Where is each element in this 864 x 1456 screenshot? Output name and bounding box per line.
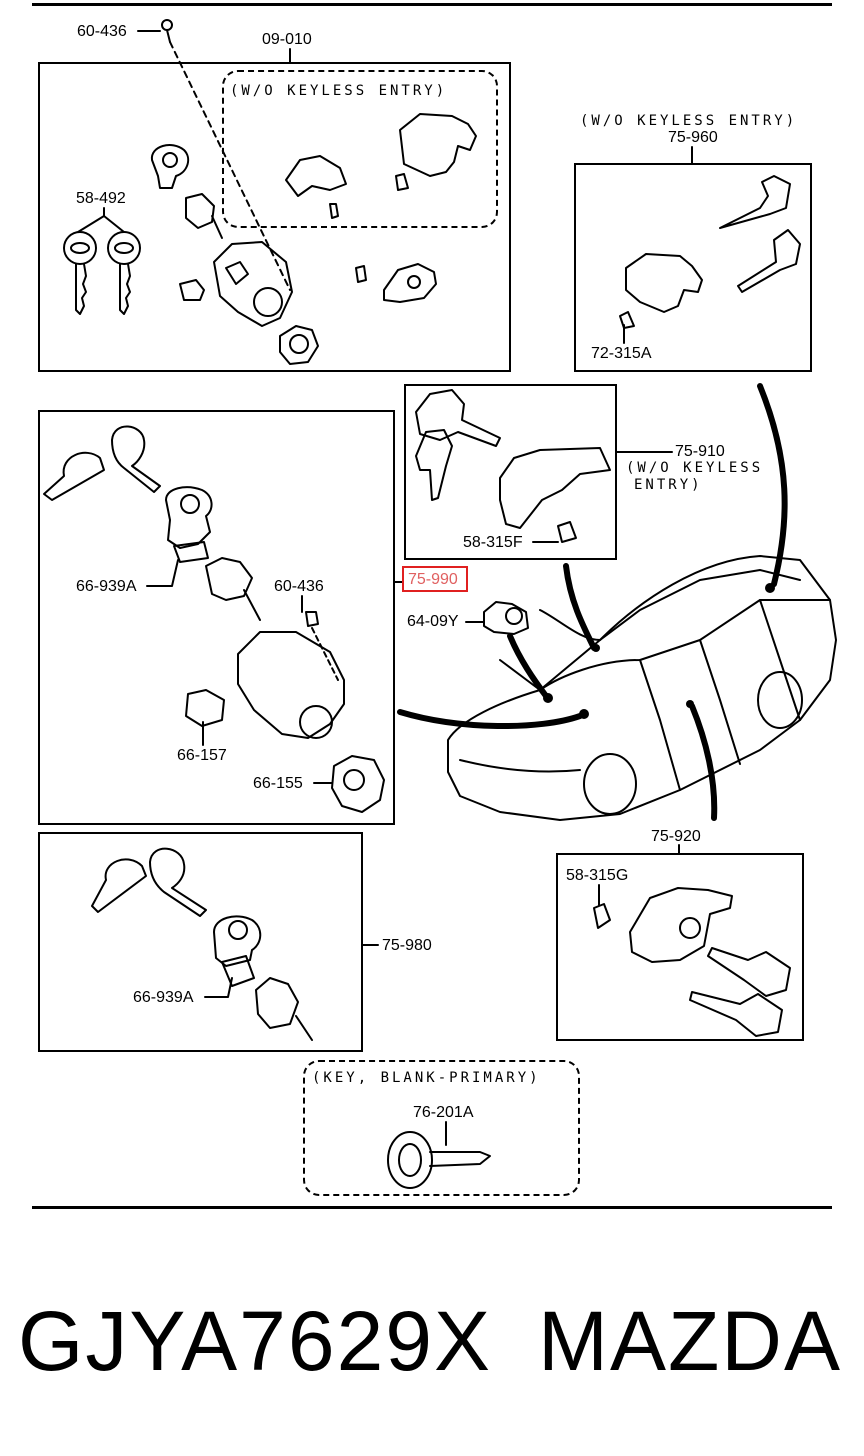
assembly-box-75-990	[38, 410, 395, 825]
label-75-990: 75-990	[408, 571, 458, 588]
assembly-box-75-960	[574, 163, 812, 372]
footer-brand: MAZDA	[538, 1294, 842, 1388]
label-58-492: 58-492	[76, 190, 126, 207]
label-75-980: 75-980	[382, 937, 432, 954]
label-66-157: 66-157	[177, 747, 227, 764]
note-wo-keyless-entry-3a: (W/O KEYLESS	[626, 460, 764, 476]
label-66-939A-1: 66-939A	[76, 578, 137, 595]
note-key-blank-primary: (KEY, BLANK-PRIMARY)	[312, 1070, 541, 1086]
label-75-910: 75-910	[675, 443, 725, 460]
assembly-box-09-010	[38, 62, 511, 372]
assembly-box-75-980	[38, 832, 363, 1052]
label-60-436-top: 60-436	[77, 23, 127, 40]
label-76-201A: 76-201A	[413, 1104, 474, 1121]
label-72-315A: 72-315A	[591, 345, 652, 362]
key-blank-dashed-box	[303, 1060, 580, 1196]
bottom-rule	[32, 1206, 832, 1209]
label-60-436-mid: 60-436	[274, 578, 324, 595]
label-66-155: 66-155	[253, 775, 303, 792]
assembly-box-75-920	[556, 853, 804, 1041]
label-09-010: 09-010	[262, 31, 312, 48]
label-75-960: 75-960	[668, 129, 718, 146]
note-wo-keyless-entry-3b: ENTRY)	[634, 477, 703, 493]
assembly-box-75-910	[404, 384, 617, 560]
footer-part-number: GJYA7629X	[18, 1294, 493, 1388]
label-58-315F: 58-315F	[463, 534, 523, 551]
keyless-subgroup-dashed-box	[222, 70, 498, 228]
label-58-315G: 58-315G	[566, 867, 629, 884]
label-64-09Y: 64-09Y	[407, 613, 459, 630]
note-wo-keyless-entry-2: (W/O KEYLESS ENTRY)	[580, 113, 798, 129]
top-rule	[32, 3, 832, 6]
label-66-939A-2: 66-939A	[133, 989, 194, 1006]
label-75-920: 75-920	[651, 828, 701, 845]
note-wo-keyless-entry-1: (W/O KEYLESS ENTRY)	[230, 83, 448, 99]
highlight-75-990[interactable]: 75-990	[402, 566, 468, 592]
